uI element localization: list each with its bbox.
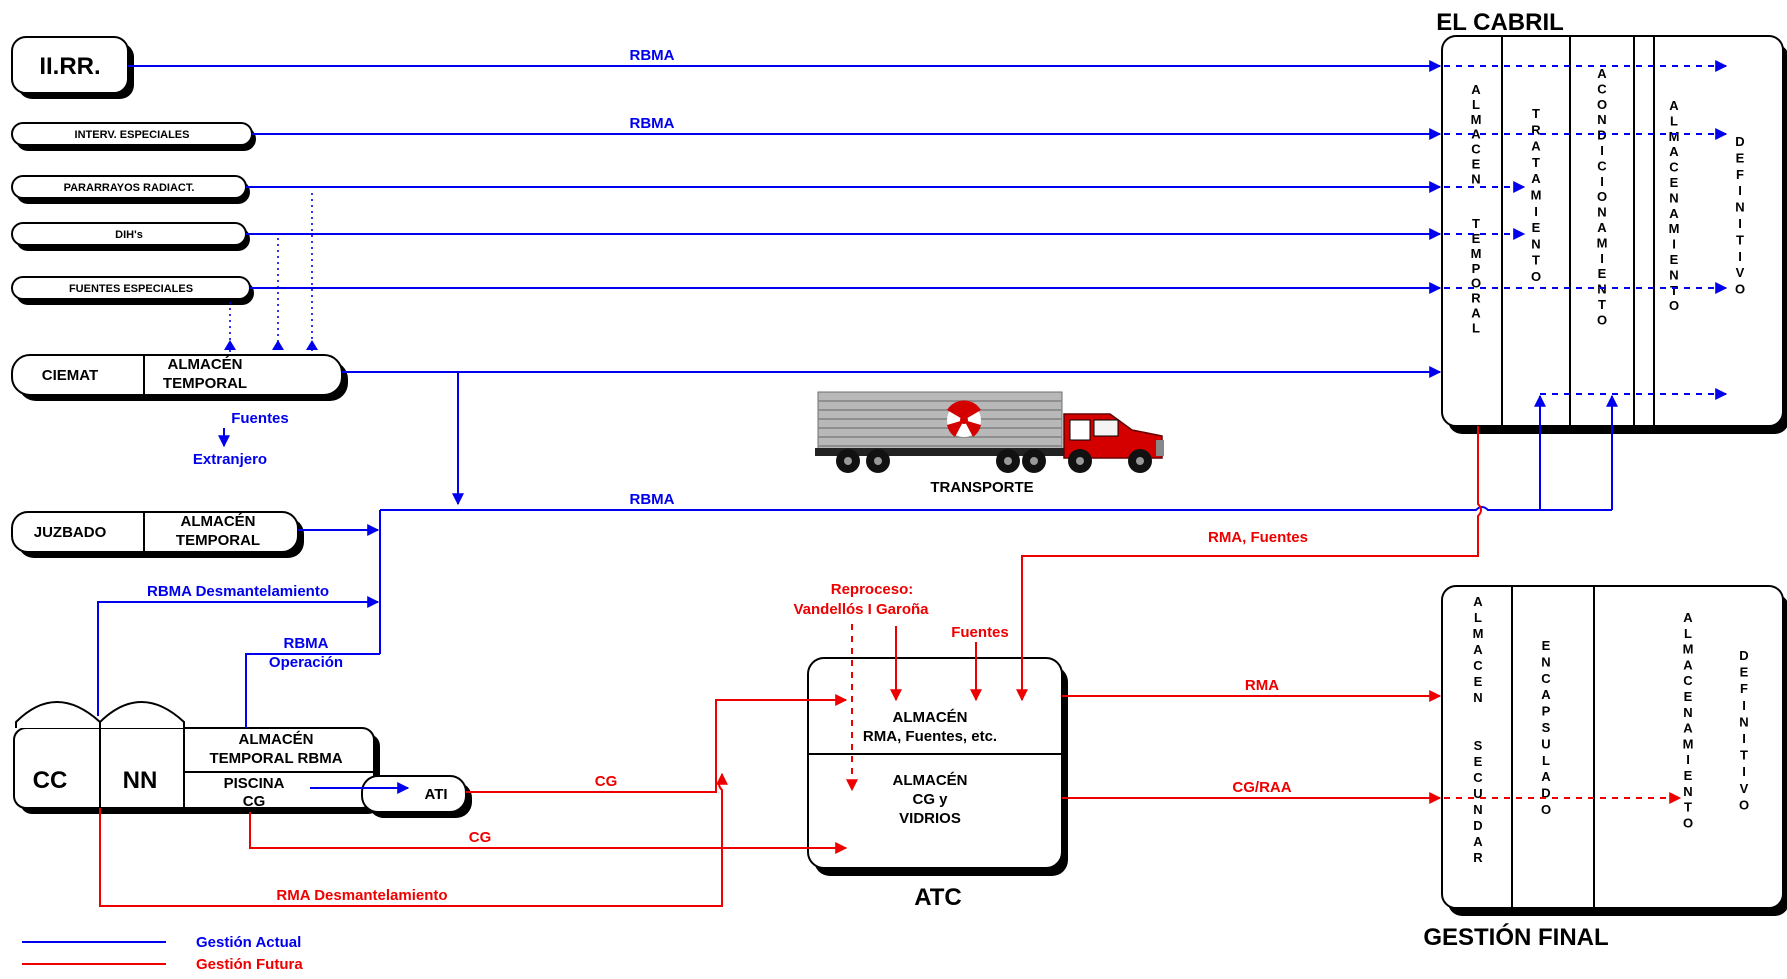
- legend: Gestión Actual Gestión Futura: [22, 934, 303, 973]
- label-rbma-iirr: RBMA: [630, 47, 675, 64]
- truck-illustration: TRANSPORTE: [815, 391, 1164, 496]
- label-reproceso: Reproceso:: [831, 581, 914, 598]
- legend-gestion-futura: Gestión Futura: [196, 956, 303, 973]
- ati-box: ATI: [361, 775, 472, 818]
- future-management-flows: [99, 426, 1682, 907]
- label-rbma-operacion-2: Operación: [269, 654, 343, 671]
- atc-upper-contents: RMA, Fuentes, etc.: [863, 728, 997, 745]
- atc-upper-almacen: ALMACÉN: [893, 709, 968, 726]
- label-extranjero: Extranjero: [193, 451, 267, 468]
- source-pararrayos-label: PARARRAYOS RADIACT.: [64, 182, 195, 194]
- source-juzbado: JUZBADO ALMACÉN TEMPORAL: [11, 511, 304, 558]
- atc-lower-cg: CG y: [912, 791, 948, 808]
- label-rma-desmantelamiento: RMA Desmantelamiento: [276, 887, 447, 904]
- ciemat-almacen-label: ALMACÉN: [168, 356, 243, 373]
- ciemat-label: CIEMAT: [42, 367, 98, 384]
- source-intervenciones-label: INTERV. ESPECIALES: [75, 129, 190, 141]
- source-fuentes-especiales: FUENTES ESPECIALES: [11, 276, 254, 305]
- juzbado-label: JUZBADO: [34, 524, 107, 541]
- label-fuentes-ciemat: Fuentes: [231, 410, 289, 427]
- piscina-cg-label: CG: [243, 793, 266, 810]
- plant-almacen-label: ALMACÉN: [239, 731, 314, 748]
- label-rbma-interv: RBMA: [630, 115, 675, 132]
- cc-label: CC: [33, 767, 68, 794]
- juzbado-almacen-label: ALMACÉN: [181, 513, 256, 530]
- source-dihs: DIH's: [11, 222, 250, 251]
- label-cg-raa: CG/RAA: [1232, 779, 1291, 796]
- label-cg-ati: CG: [595, 773, 618, 790]
- current-management-flows: [97, 60, 1728, 794]
- source-ciemat: CIEMAT ALMACÉN TEMPORAL: [11, 354, 348, 401]
- label-rbma-operacion-1: RBMA: [284, 635, 329, 652]
- label-fuentes-atc: Fuentes: [951, 624, 1009, 641]
- atc-lower-almacen: ALMACÉN: [893, 772, 968, 789]
- radiation-symbol: [947, 400, 981, 437]
- atc-box: ALMACÉN RMA, Fuentes, etc. ALMACÉN CG y …: [807, 657, 1068, 876]
- piscina-label: PISCINA: [224, 775, 285, 792]
- nuclear-plant: CC NN ALMACÉN TEMPORAL RBMA PISCINA CG: [13, 701, 380, 814]
- ati-label: ATI: [424, 786, 447, 803]
- source-iirr: II.RR.: [11, 36, 134, 99]
- nn-dome: [99, 701, 185, 728]
- legend-gestion-actual: Gestión Actual: [196, 934, 301, 951]
- label-rbma-main: RBMA: [630, 491, 675, 508]
- label-rbma-desmantelamiento: RBMA Desmantelamiento: [147, 583, 329, 600]
- plant-temporal-rbma-label: TEMPORAL RBMA: [209, 750, 342, 767]
- nn-label: NN: [123, 767, 158, 794]
- source-iirr-label: II.RR.: [39, 53, 100, 80]
- juzbado-temporal-label: TEMPORAL: [176, 532, 260, 549]
- gestion-final-title: GESTIÓN FINAL: [1423, 923, 1608, 951]
- atc-lower-vidrios: VIDRIOS: [899, 810, 961, 827]
- ciemat-temporal-label: TEMPORAL: [163, 375, 247, 392]
- label-reproceso-plants: Vandellós I Garoña: [793, 601, 929, 618]
- cc-dome: [15, 701, 101, 728]
- label-cg-pool: CG: [469, 829, 492, 846]
- atc-title: ATC: [914, 884, 962, 911]
- label-rma-fuentes: RMA, Fuentes: [1208, 529, 1308, 546]
- source-fuentes-especiales-label: FUENTES ESPECIALES: [69, 283, 193, 295]
- transporte-label: TRANSPORTE: [930, 479, 1033, 496]
- source-pararrayos: PARARRAYOS RADIACT.: [11, 175, 250, 204]
- label-rma: RMA: [1245, 677, 1279, 694]
- source-intervenciones: INTERV. ESPECIALES: [11, 122, 256, 151]
- el-cabril-title: EL CABRIL: [1436, 9, 1564, 36]
- source-dihs-label: DIH's: [115, 229, 143, 241]
